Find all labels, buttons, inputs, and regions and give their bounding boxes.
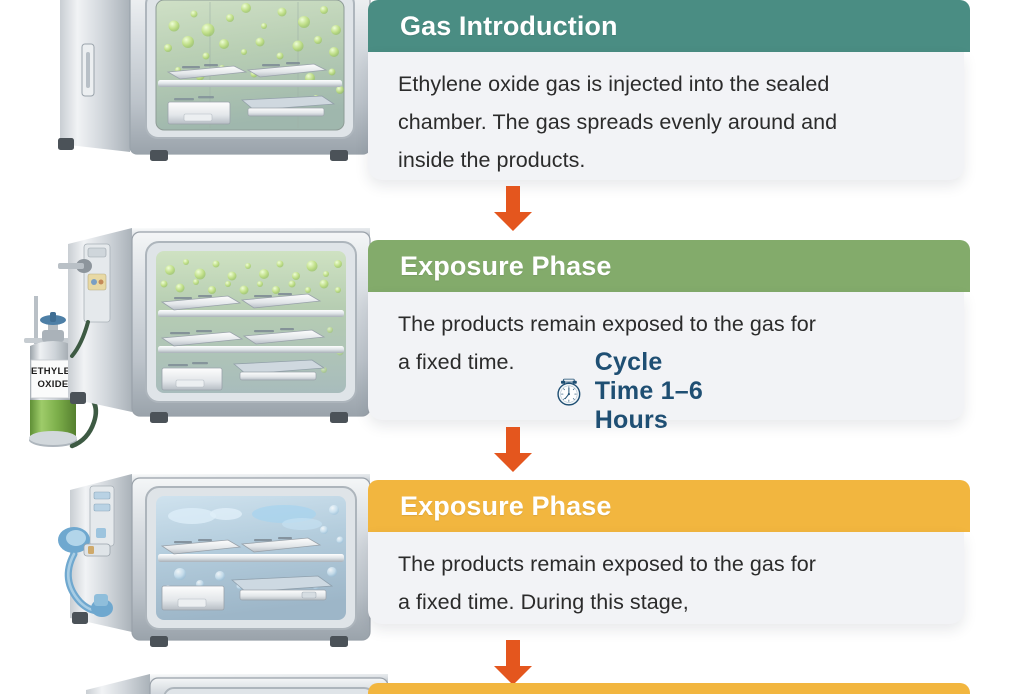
step-2-title: Exposure Phase (400, 250, 612, 281)
gas-cylinder-label: ETHYLENE OXIDE (31, 366, 85, 390)
cycle-time-label: Cycle Time 1–6 Hours (594, 348, 703, 434)
step-2-header: Exposure Phase (368, 240, 970, 292)
instrument-tray-lower (167, 95, 336, 125)
down-arrow-icon (494, 186, 532, 231)
step-2-paragraph: The products remain exposed to the gas f… (398, 312, 817, 374)
instrument-tray (166, 62, 328, 80)
step-3-paragraph: The products remain exposed to the gas f… (398, 552, 817, 614)
step-3-header: Exposure Phase (368, 480, 970, 532)
step-4-header (368, 683, 970, 694)
sterilizer-illustration-step-2 (58, 222, 398, 442)
gas-bubbles-green (164, 3, 344, 101)
connector-arrow-2 (492, 427, 534, 478)
step-1-header: Gas Introduction (368, 0, 970, 52)
gas-bubbles-green (160, 259, 344, 373)
step-1-body: Ethylene oxide gas is injected into the … (368, 52, 964, 180)
step-1-paragraph: Ethylene oxide gas is injected into the … (398, 72, 838, 172)
down-arrow-icon (494, 427, 532, 472)
alarm-clock-icon (557, 378, 581, 406)
step-2-body: The products remain exposed to the gas f… (368, 292, 964, 420)
connector-arrow-3 (492, 640, 534, 691)
step-1-title: Gas Introduction (400, 10, 618, 41)
cycle-time-badge: Cycle Time 1–6 Hours (556, 348, 704, 435)
down-arrow-icon (494, 640, 532, 685)
step-3-body: The products remain exposed to the gas f… (368, 532, 964, 624)
aeration-vapour (165, 505, 344, 591)
sterilizer-illustration-step-4 (58, 664, 408, 694)
sterilizer-illustration-step-3 (40, 462, 400, 657)
sterilizer-illustration-step-1 (0, 0, 398, 186)
step-3-title: Exposure Phase (400, 490, 612, 521)
connector-arrow-1 (492, 186, 534, 237)
